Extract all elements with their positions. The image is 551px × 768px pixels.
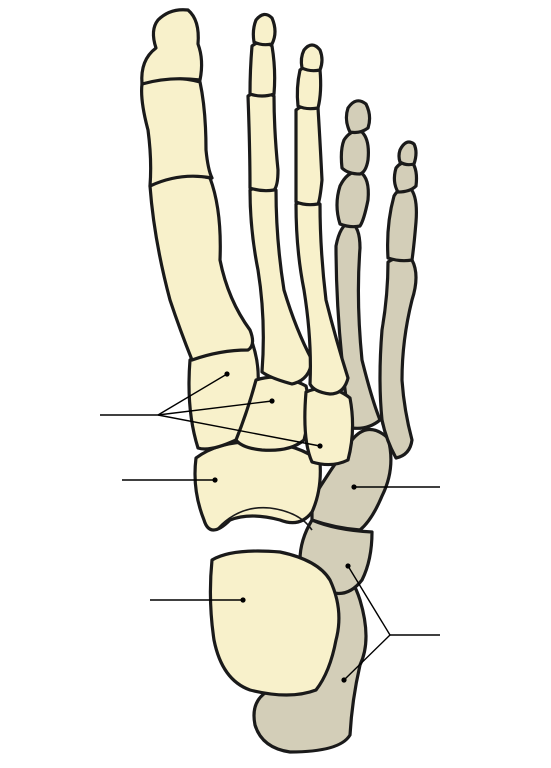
leader-calcaneus-lower bbox=[343, 634, 391, 681]
pointer-dot-cuneiform-intermediate bbox=[269, 398, 275, 404]
leader-cuneiforms-medial bbox=[157, 373, 228, 416]
phalanx-2-proximal bbox=[246, 90, 280, 193]
leader-cuneiforms-intermediate bbox=[157, 400, 273, 416]
pointer-dot-talus bbox=[240, 597, 246, 603]
phalanx-1-distal bbox=[140, 8, 204, 86]
phalanx-5-distal bbox=[397, 140, 418, 167]
phalanx-1-proximal bbox=[140, 76, 214, 188]
metatarsal-5 bbox=[378, 256, 418, 460]
talus-bone bbox=[208, 549, 341, 697]
metatarsal-2 bbox=[248, 185, 314, 386]
phalanx-2-distal bbox=[251, 12, 277, 47]
leader-cuneiforms-lateral bbox=[157, 414, 321, 447]
pointer-dot-cuneiform-medial bbox=[224, 371, 230, 377]
pointer-dot-navicular bbox=[212, 477, 218, 483]
phalanx-2-middle bbox=[248, 40, 277, 98]
phalanx-4-middle bbox=[339, 129, 370, 176]
phalanx-5-middle bbox=[392, 160, 419, 194]
pointer-dot-cuneiform-lateral bbox=[317, 443, 323, 449]
cuneiform-intermediate bbox=[234, 375, 311, 452]
phalanx-4-proximal bbox=[335, 170, 370, 229]
phalanx-4-distal bbox=[344, 99, 372, 135]
phalanx-5-proximal bbox=[386, 186, 418, 263]
pointer-dot-calcaneus-upper bbox=[345, 563, 351, 569]
metatarsal-3 bbox=[294, 199, 350, 396]
leader-lines bbox=[100, 371, 440, 683]
navicular-articular-surface bbox=[217, 506, 313, 531]
navicular-bone bbox=[193, 440, 322, 532]
leader-calcaneus-upper bbox=[347, 565, 391, 636]
phalanx-3-middle bbox=[295, 64, 323, 111]
phalanx-3-distal bbox=[299, 43, 324, 73]
pointer-dot-cuboid bbox=[351, 484, 357, 490]
lateral-column bbox=[252, 99, 419, 754]
metatarsal-1 bbox=[148, 173, 255, 362]
medial-column bbox=[140, 8, 355, 697]
phalanx-3-proximal bbox=[294, 103, 324, 207]
pointer-dot-calcaneus-lower bbox=[341, 677, 347, 683]
cuneiform-lateral bbox=[303, 386, 355, 467]
